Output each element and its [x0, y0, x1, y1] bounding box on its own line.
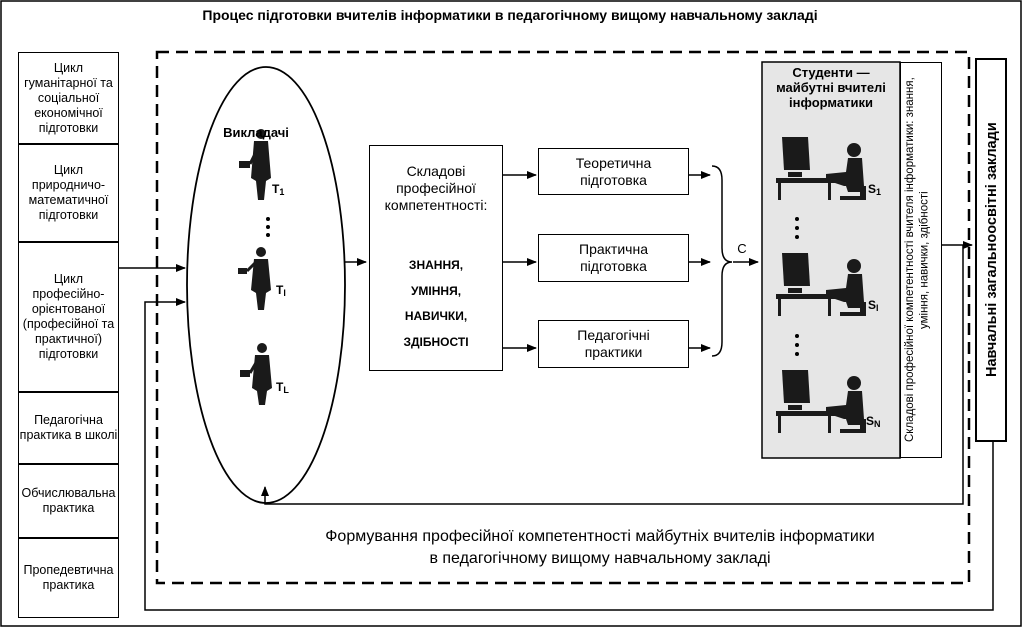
competence-vertical-text: Складові професійної компетентності вчит… [904, 77, 931, 443]
feedback-loop-outer [144, 298, 994, 611]
teacher-label-1: T1 [272, 182, 285, 197]
cycle-propaedeutic-practice: Пропедевтична практика [18, 538, 119, 618]
component-abilities: ЗДІБНОСТІ [403, 335, 469, 349]
component-habits: НАВИЧКИ, [404, 309, 468, 323]
schools-text: Навчальні загальноосвітні заклади [984, 122, 1000, 378]
teacher-figure-3 [240, 343, 272, 405]
practical-training-box: Практична підготовка [538, 234, 689, 282]
student-label-1: S1 [868, 182, 882, 197]
bottom-caption-line2: в педагогічному вищому навчальному закла… [429, 550, 771, 567]
student-dots [795, 217, 799, 356]
component-skills: УМІННЯ, [410, 284, 462, 298]
teacher-label-l: Tl [276, 283, 286, 298]
teacher-dots [266, 217, 270, 237]
teacher-figure-1 [239, 129, 271, 200]
student-figure-2 [776, 253, 866, 316]
student-figure-1 [776, 137, 866, 200]
combine-label: С [737, 241, 747, 256]
bottom-caption-line1: Формування професійної компетентності ма… [325, 528, 875, 545]
competence-vertical-box: Складові професійної компетентності вчит… [900, 62, 942, 458]
components-box: Складові професійної компетентності: ЗНА… [369, 145, 503, 371]
cycle-humanitarian: Цикл гуманітарної та соціальної економіч… [18, 52, 119, 144]
cycle-computing-practice: Обчислювальна практика [18, 464, 119, 538]
teacher-figure-2 [238, 247, 271, 310]
component-knowledge: ЗНАННЯ, [408, 258, 464, 272]
diagram-title: Процес підготовки вчителів інформатики в… [202, 7, 818, 23]
student-figure-3 [776, 370, 866, 433]
dashed-process-frame [155, 50, 971, 585]
components-heading: Складові професійної компетентності: [384, 163, 488, 213]
student-label-N: SN [866, 414, 881, 429]
teachers-heading: Викладачі [223, 125, 289, 140]
cycle-professional: Цикл професійно-орієнтованої (професійно… [18, 242, 119, 392]
schools-box: Навчальні загальноосвітні заклади [975, 58, 1007, 442]
teacher-label-L: TL [276, 380, 289, 395]
cycle-pedagogical-practice: Педагогічна практика в школі [18, 392, 119, 464]
student-label-l: Sl [868, 298, 879, 313]
combine-brace [711, 165, 733, 357]
students-heading: Студенти — майбутні вчителі інформатики [776, 65, 886, 110]
theory-training-box: Теоретична підготовка [538, 148, 689, 195]
pedagogical-practices-box: Педагогічні практики [538, 320, 689, 368]
feedback-loop-inner [261, 245, 964, 505]
cycle-natural-math: Цикл природничо-математичної підготовки [18, 144, 119, 242]
